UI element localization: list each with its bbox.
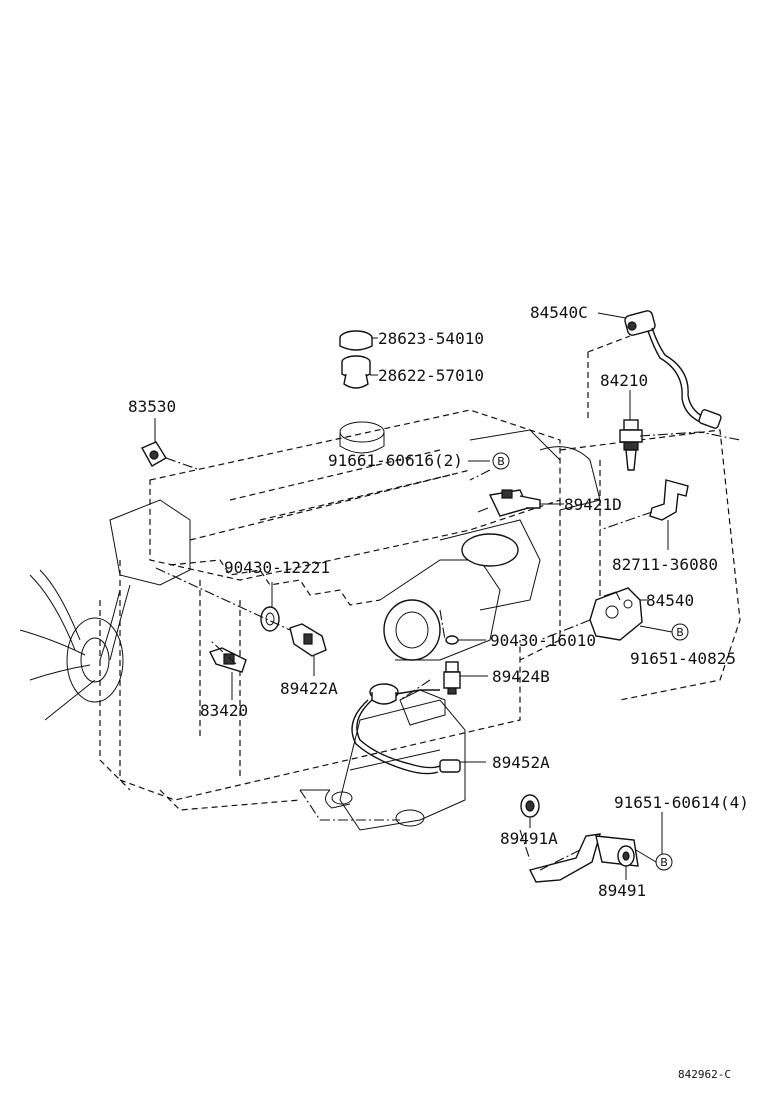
label-84540C: 84540C <box>530 303 588 322</box>
ref-mark-1: B <box>492 452 510 470</box>
part-90430-16010-gasket <box>445 635 459 645</box>
label-89421D: 89421D <box>564 495 622 514</box>
label-91661-60616: 91661-60616(2) <box>328 451 463 470</box>
part-83530-sensor <box>141 441 167 467</box>
label-91651-40825: 91651-40825 <box>630 649 736 668</box>
label-82711-36080: 82711-36080 <box>612 555 718 574</box>
ref-mark-3-text: B <box>660 856 668 869</box>
cooling-fan <box>19 569 131 721</box>
part-89421D-sensor <box>477 489 541 517</box>
label-89424B: 89424B <box>492 667 550 686</box>
figure-code: 842962-C <box>678 1068 731 1081</box>
label-90430-12221: 90430-12221 <box>224 558 330 577</box>
part-90430-12221-gasket <box>260 606 280 632</box>
part-89422A-sensor <box>289 623 327 657</box>
part-89491A-grommet <box>520 794 540 818</box>
ref-mark-3: B <box>655 853 673 871</box>
label-84210: 84210 <box>600 371 648 390</box>
part-89424B-sensor <box>443 661 461 695</box>
label-83530: 83530 <box>128 397 176 416</box>
engine-outline <box>99 409 741 811</box>
part-84540C-connector <box>624 310 722 429</box>
label-89491: 89491 <box>598 881 646 900</box>
label-89452A: 89452A <box>492 753 550 772</box>
label-84540: 84540 <box>646 591 694 610</box>
routing-lines <box>155 335 741 871</box>
part-83420-sensor <box>209 647 247 673</box>
ref-mark-2: B <box>671 623 689 641</box>
label-28623-54010: 28623-54010 <box>378 329 484 348</box>
part-84540-switch <box>589 587 643 641</box>
label-91651-60614: 91651-60614(4) <box>614 793 749 812</box>
label-28622-57010: 28622-57010 <box>378 366 484 385</box>
part-filler-gasket <box>341 355 371 389</box>
part-89452A-sensor <box>351 683 461 775</box>
part-84210-switch <box>619 419 643 471</box>
part-82711-bracket <box>649 479 689 521</box>
injection-pump <box>300 689 466 831</box>
part-filler-cap <box>339 330 373 351</box>
label-83420: 83420 <box>200 701 248 720</box>
label-90430-16010: 90430-16010 <box>490 631 596 650</box>
part-89491-sensor <box>528 833 639 883</box>
manifold-turbo <box>379 429 601 661</box>
ref-mark-2-text: B <box>676 626 684 639</box>
label-89491A: 89491A <box>500 829 558 848</box>
leader-lines <box>154 312 673 880</box>
label-89422A: 89422A <box>280 679 338 698</box>
ref-mark-1-text: B <box>497 455 505 468</box>
